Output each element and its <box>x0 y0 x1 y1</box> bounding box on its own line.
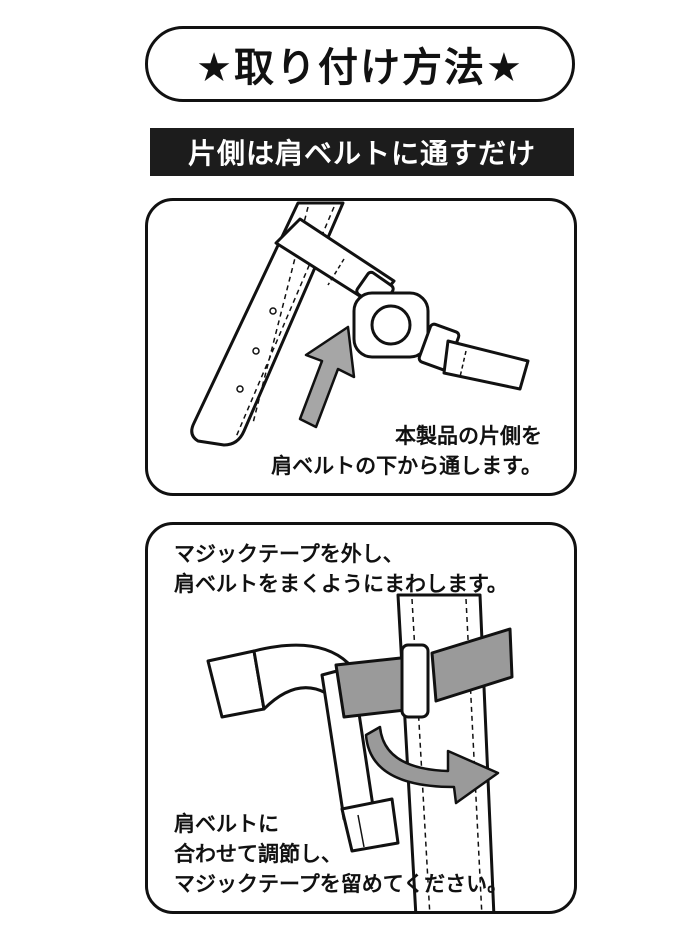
buckle-loop <box>400 643 430 719</box>
caption-line: 肩ベルトをまくようにまわします。 <box>174 572 508 596</box>
caption-line: 本製品の片側を <box>395 424 542 448</box>
page-title: ★取り付け方法★ <box>145 26 575 102</box>
shoulder-belt <box>190 201 345 447</box>
belt-hole <box>269 307 277 315</box>
step-2-panel: マジックテープを外し、 肩ベルトをまくようにまわします。 肩ベルトに 合わせて調… <box>145 522 577 914</box>
belt-hole <box>252 347 260 355</box>
caption-line: 合わせて調節し、 <box>174 842 342 866</box>
subtitle-banner: 片側は肩ベルトに通すだけ <box>150 128 574 176</box>
product-strap-right <box>442 339 530 391</box>
up-arrow <box>298 325 356 429</box>
step-1-illustration <box>190 201 530 447</box>
step-2-top-caption: マジックテープを外し、 肩ベルトをまくようにまわします。 <box>174 539 508 599</box>
caption-line: 肩ベルトの下から通します。 <box>271 454 542 478</box>
bottom-tab <box>340 797 400 853</box>
step-2-bottom-caption: 肩ベルトに 合わせて調節し、 マジックテープを留めてください。 <box>174 809 508 899</box>
caption-line: 肩ベルトに <box>174 812 279 836</box>
caption-line: マジックテープを留めてください。 <box>174 872 509 896</box>
step-2-illustration <box>206 593 514 911</box>
caption-line: マジックテープを外し、 <box>174 542 404 566</box>
buckle-ring <box>370 304 412 346</box>
wrap-arrow <box>364 725 500 805</box>
belt-hole <box>236 385 244 393</box>
velcro-band-right <box>430 627 514 703</box>
step-1-caption: 本製品の片側を 肩ベルトの下から通します。 <box>271 421 542 481</box>
step-1-panel: 本製品の片側を 肩ベルトの下から通します。 <box>145 198 577 496</box>
